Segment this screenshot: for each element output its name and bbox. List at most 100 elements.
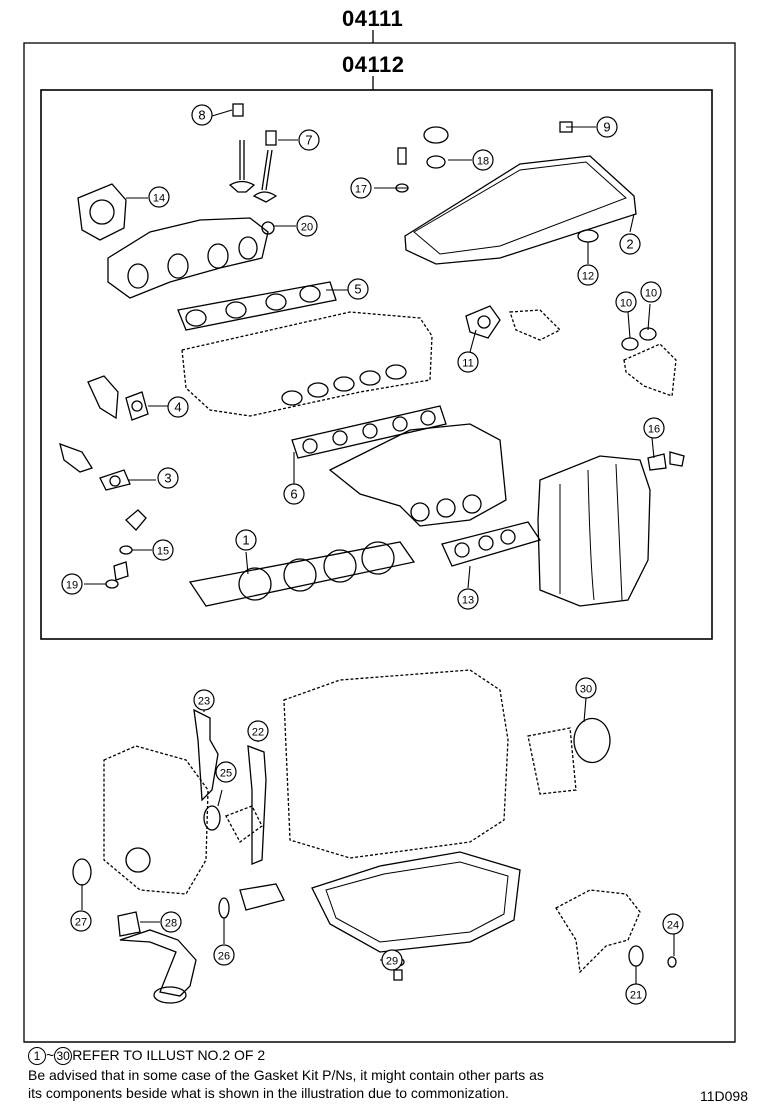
callout-number: 8 [198,108,205,123]
callout-11: 11 [457,351,479,373]
callout-circle [61,573,83,595]
head-gasket-1-shape [188,541,416,607]
figure-code: 11D098 [699,1088,748,1104]
oil-pump [555,889,641,974]
engine-block [283,669,509,859]
callout-6: 6 [283,483,305,505]
callout-23: 23 [193,689,215,711]
gasket-6-shape [291,405,447,459]
callout-circle [643,417,665,439]
callout-circle [152,539,174,561]
callout-number: 28 [165,918,177,930]
inner-assembly-number: 04112 [342,52,405,77]
callout-number: 5 [354,282,361,297]
gasket-5-shape [177,281,337,331]
callout-10: 10 [640,281,662,303]
callout-circle [193,689,215,711]
callout-17: 17 [350,177,372,199]
callout-25: 25 [215,761,237,783]
callout-circle [350,177,372,199]
range-separator: ~ [46,1047,55,1063]
callout-circle [596,116,618,138]
callout-19: 19 [61,573,83,595]
callout-number: 2 [626,237,633,252]
callout-4: 4 [167,396,189,418]
callout-10: 10 [615,291,637,313]
gasket-14-shape [77,183,127,241]
callout-26: 26 [213,944,235,966]
callout-number: 9 [603,120,610,135]
callout-30: 30 [575,677,597,699]
callout-29: 29 [381,949,403,971]
callout-number: 21 [630,990,642,1002]
callout-circle [213,944,235,966]
callout-circle [640,281,662,303]
callout-circle [167,396,189,418]
callout-12: 12 [577,264,599,286]
callout-circle [160,911,182,933]
callout-20: 20 [296,215,318,237]
callout-number: 27 [75,917,87,929]
callout-number: 25 [220,768,232,780]
callout-number: 24 [667,920,679,932]
callout-8: 8 [191,104,213,126]
callout-number: 11 [462,358,473,370]
callout-number: 17 [355,184,367,196]
range-start-number: 1 [28,1047,46,1066]
callout-circle [157,467,179,489]
callout-number: 16 [648,424,660,436]
gasket-23-shape [193,708,219,802]
callout-circle [247,720,269,742]
callout-27: 27 [70,910,92,932]
callout-circle [615,291,637,313]
gasket-13-shape [441,521,542,567]
callout-16: 16 [643,417,665,439]
callout-number: 18 [477,156,489,168]
callout-circle [472,149,494,171]
callout-circle [191,104,213,126]
callout-number: 13 [462,595,474,607]
callout-circle [70,910,92,932]
callout-3: 3 [157,467,179,489]
exhaust-manifold [328,423,507,527]
callout-1: 1 [235,529,257,551]
callout-circle [625,983,647,1005]
valve-cover-gasket-2 [404,155,637,265]
inner-kit-frame [40,89,713,640]
callout-circle [577,264,599,286]
callout-number: 23 [198,696,210,708]
timing-cover [103,745,209,895]
callout-circle [457,588,479,610]
callout-number: 3 [164,471,171,486]
callout-28: 28 [160,911,182,933]
intake-plenum [537,455,651,607]
advisory-line-2: its components beside what is shown in t… [28,1085,509,1101]
callout-number: 26 [218,951,230,963]
intake-valve-parts [228,103,278,203]
callout-circle [296,215,318,237]
callout-number: 7 [305,133,312,148]
callout-2: 2 [619,233,641,255]
callout-circle [575,677,597,699]
gasket-20-shape [261,221,275,235]
rear-seal-29 [573,717,611,764]
callout-number: 30 [580,684,592,696]
callout-circle [457,351,479,373]
callout-number: 22 [252,727,264,739]
callout-circle [215,761,237,783]
callout-circle [381,949,403,971]
oil-strainer-24 [117,911,141,937]
callout-18: 18 [472,149,494,171]
advisory-line-1: Be advised that in some case of the Gask… [28,1067,544,1083]
callout-13: 13 [457,588,479,610]
callout-5: 5 [347,278,369,300]
outer-assembly-number: 04111 [342,6,404,31]
callout-number: 19 [66,580,78,592]
callout-number: 10 [620,298,632,310]
callout-number: 12 [582,271,594,283]
gasket-22-shape [247,745,267,865]
callout-circle [347,278,369,300]
callout-7: 7 [298,129,320,151]
callout-circle [298,129,320,151]
